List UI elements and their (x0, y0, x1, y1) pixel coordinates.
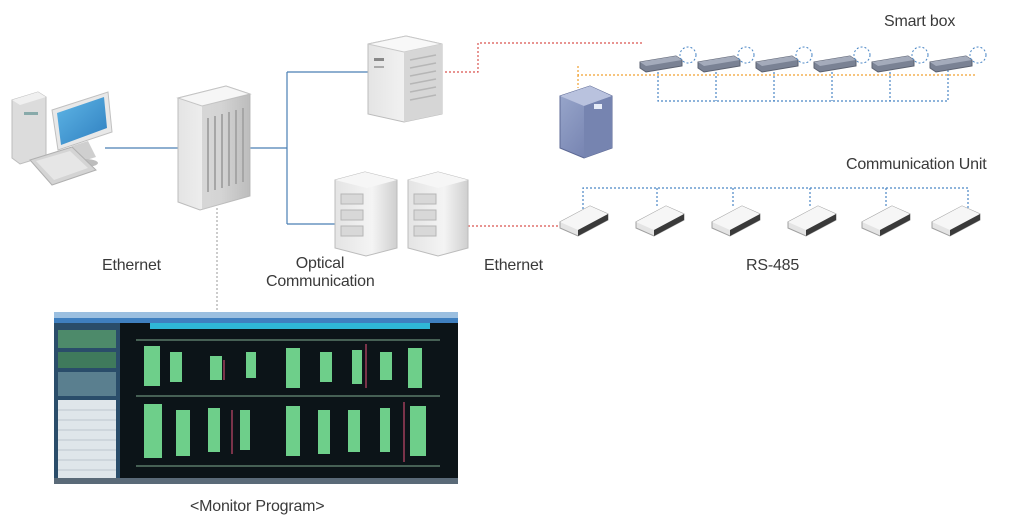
optical-label-line2: Communication (266, 273, 375, 290)
ethernet-right-label: Ethernet (484, 257, 543, 274)
desktop-computer-icon (11, 91, 113, 186)
blue-dotted-smartbox-loop (657, 68, 949, 102)
monitor-program-screenshot (54, 312, 458, 484)
optical-communication-label: Optical Communication (266, 255, 375, 291)
red-dotted-line-top (445, 42, 642, 73)
comm-unit-icon (635, 205, 685, 237)
blue-dotted-comm-bus (582, 187, 969, 213)
smart-box-icon (929, 46, 987, 73)
network-rack-icon (334, 171, 469, 257)
comm-unit-icon (787, 205, 837, 237)
server-tower-icon (176, 85, 252, 211)
smart-box-label: Smart box (884, 13, 956, 30)
connection-lines (105, 42, 975, 312)
smart-box-icon (813, 46, 871, 73)
cube-device-icon (559, 85, 613, 159)
rack-server-icon (367, 35, 443, 123)
smart-box-icon (755, 46, 813, 73)
comm-unit-icon (559, 205, 609, 237)
smart-box-icon (697, 46, 755, 73)
smart-box-icon (639, 46, 697, 73)
communication-unit-label: Communication Unit (846, 156, 987, 173)
comm-unit-icon (931, 205, 981, 237)
comm-unit-icon (711, 205, 761, 237)
comm-unit-row (559, 205, 981, 237)
ethernet-left-label: Ethernet (102, 257, 161, 274)
smart-box-row (639, 46, 987, 73)
monitor-program-caption: <Monitor Program> (190, 498, 325, 515)
rs485-label: RS-485 (746, 257, 800, 274)
optical-label-line1: Optical (295, 255, 345, 272)
comm-unit-icon (861, 205, 911, 237)
smart-box-icon (871, 46, 929, 73)
